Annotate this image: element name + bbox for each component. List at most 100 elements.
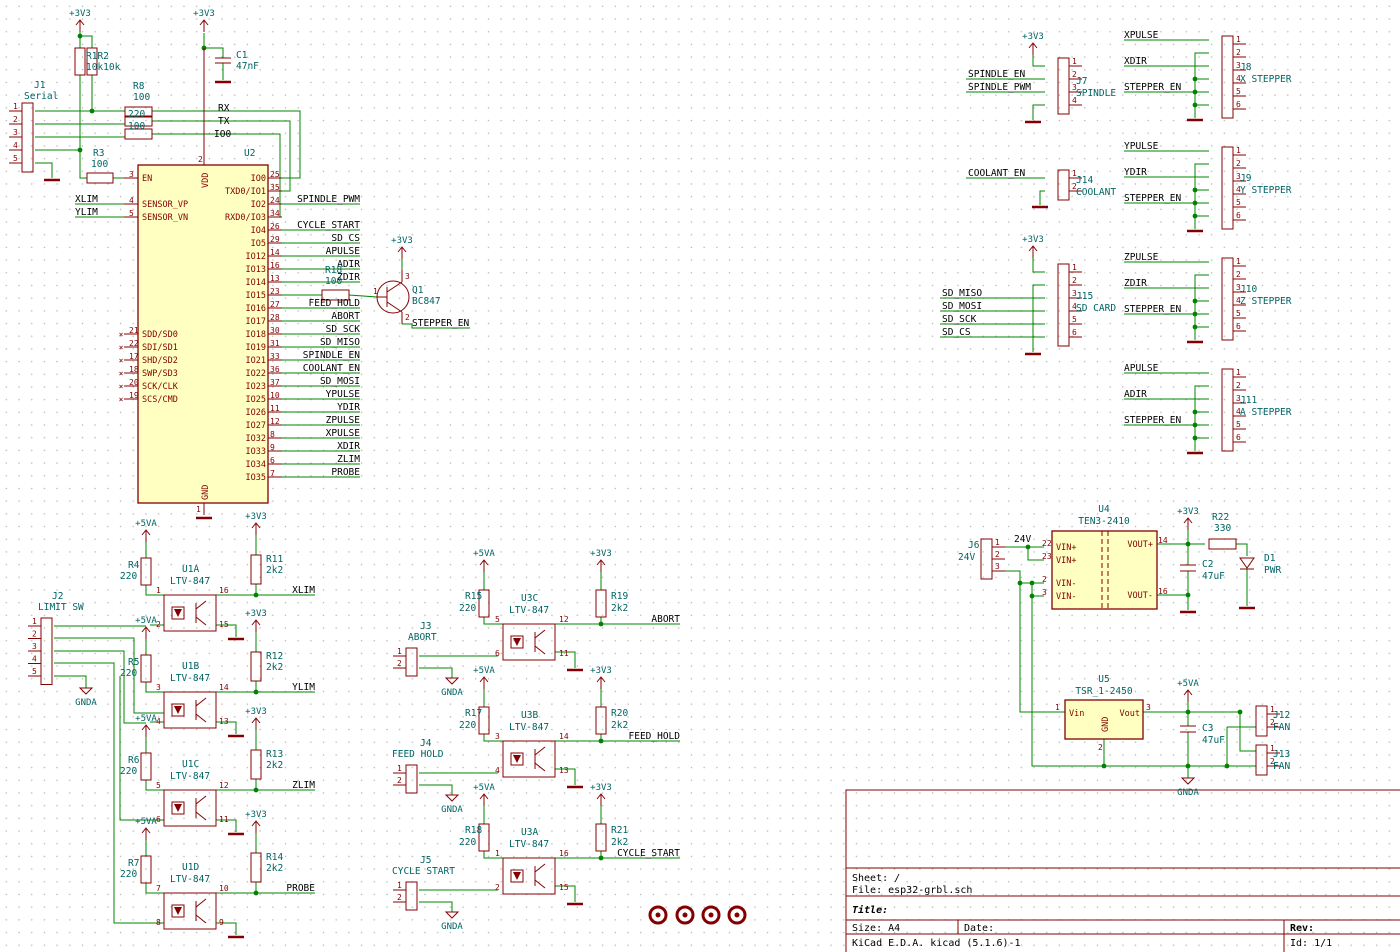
pin-number: 2	[1236, 381, 1241, 390]
junction	[598, 621, 604, 627]
pin-number: 5	[1236, 87, 1241, 96]
pin-number: 1	[1236, 146, 1241, 155]
pin-number: 6	[1236, 322, 1241, 331]
pin-number: 4	[156, 717, 161, 726]
title-block-date: Date:	[964, 923, 994, 934]
pin-number: 2	[1072, 276, 1077, 285]
wire	[555, 768, 576, 785]
junction	[1224, 763, 1230, 769]
j15-ref: J15	[1076, 291, 1093, 302]
u2-pin-name: IO35	[246, 473, 266, 483]
junction	[1237, 709, 1243, 715]
title-block-sheet: Sheet: /	[852, 873, 900, 884]
pin-number: 16	[559, 849, 569, 858]
no-connect-mark: ×	[119, 330, 124, 339]
u2-pin-number: 22	[129, 339, 139, 348]
r-ref: R12	[266, 651, 283, 662]
wire	[483, 734, 503, 742]
u2-pin-number: 33	[270, 352, 280, 361]
pin-number: 4	[1236, 185, 1241, 194]
u2-pin-number: 17	[129, 352, 139, 361]
mounting-hole	[675, 905, 695, 925]
connector-body	[21, 102, 34, 173]
mounting-hole-center	[682, 912, 688, 918]
wire	[1194, 274, 1209, 340]
connector-body	[1221, 368, 1234, 452]
net-label: CYCLE_START	[297, 220, 360, 231]
pin-number: 1	[397, 881, 402, 890]
u4-pin-name: VIN+	[1056, 543, 1076, 553]
pin-number: 3	[32, 642, 37, 651]
power-symbol	[141, 626, 151, 639]
led-triangle	[513, 638, 521, 646]
pin-number: 1	[995, 538, 1000, 547]
u2-pin-name: IO18	[246, 330, 266, 340]
d1-ref: D1	[1264, 553, 1276, 564]
net-label: ZLIM	[337, 454, 360, 465]
pin-number: 2	[995, 550, 1000, 559]
pin-number: 3	[405, 272, 410, 281]
net-label: XLIM	[292, 585, 315, 596]
pin-number: 4	[13, 141, 18, 150]
u5-ref: U5	[1098, 674, 1109, 685]
net-label: SPINDLE_EN	[968, 69, 1025, 80]
u2-pin-number: 9	[270, 443, 275, 452]
power-label: +5VA	[135, 616, 157, 626]
u2-pin-name: IO12	[246, 252, 266, 262]
u2-pin-name: IO23	[246, 382, 266, 392]
r-value: 220	[120, 766, 137, 777]
j-ref: J4	[420, 738, 432, 749]
opto-value: LTV-847	[509, 839, 549, 850]
u2-pin-number: 28	[270, 313, 280, 322]
junction	[1192, 422, 1198, 428]
net-label: SD_MOSI	[320, 376, 360, 387]
r-value: 220	[459, 720, 476, 731]
pin-number: 5	[1236, 420, 1241, 429]
net-label: ABORT	[651, 614, 680, 625]
pin-number: 3	[13, 128, 18, 137]
pin-number: 3	[1072, 83, 1077, 92]
stepper-value: Y STEPPER	[1240, 185, 1292, 196]
q1-ref: Q1	[412, 285, 424, 296]
no-connect-mark: ×	[119, 369, 124, 378]
pin-number: 6	[1072, 328, 1077, 337]
resistor	[478, 589, 490, 618]
u2-pin-name: IO14	[246, 278, 266, 288]
j-value: ABORT	[408, 632, 437, 643]
u2-pin-name: TXD0/IO1	[225, 187, 266, 197]
net-label: COOLANT_EN	[968, 168, 1025, 179]
connector-body	[405, 764, 418, 794]
u4-pin-name: VIN-	[1056, 579, 1076, 589]
power-symbol	[141, 827, 151, 840]
u2-pin-name: IO2	[251, 200, 266, 210]
opto-value: LTV-847	[170, 673, 210, 684]
r-ref: R20	[611, 708, 628, 719]
opto-ref: U1D	[182, 862, 199, 873]
power-label: +3V3	[391, 236, 413, 246]
pin-number: 1	[1072, 263, 1077, 272]
title-block-frame	[845, 789, 1400, 952]
pin-number: 1	[397, 764, 402, 773]
u2-pin-number: 10	[270, 391, 280, 400]
net-label: IO0	[214, 129, 231, 140]
stepper-value: A STEPPER	[1240, 407, 1292, 418]
opto-value: LTV-847	[170, 874, 210, 885]
phototransistor-collector	[534, 629, 546, 639]
u2-pin-number: 30	[270, 326, 280, 335]
pin-number: 1	[1270, 705, 1275, 714]
gnda-label: GNDA	[1177, 788, 1199, 798]
wire	[54, 637, 164, 714]
u2-pin-name: IO15	[246, 291, 266, 301]
r8-value: 100	[133, 92, 150, 103]
gnda-label: GNDA	[441, 805, 463, 815]
u2-pin-name: SDD/SD0	[142, 330, 178, 340]
pin-number: 13	[219, 717, 229, 726]
r8-ref: R8	[133, 81, 145, 92]
pin-number: 14	[559, 732, 569, 741]
r-value: 2k2	[266, 863, 283, 874]
u2-pin-number: 8	[270, 430, 275, 439]
power-symbol	[596, 559, 606, 572]
r22-value: 330	[1214, 523, 1231, 534]
junction	[1192, 89, 1198, 95]
wire	[1194, 52, 1209, 118]
